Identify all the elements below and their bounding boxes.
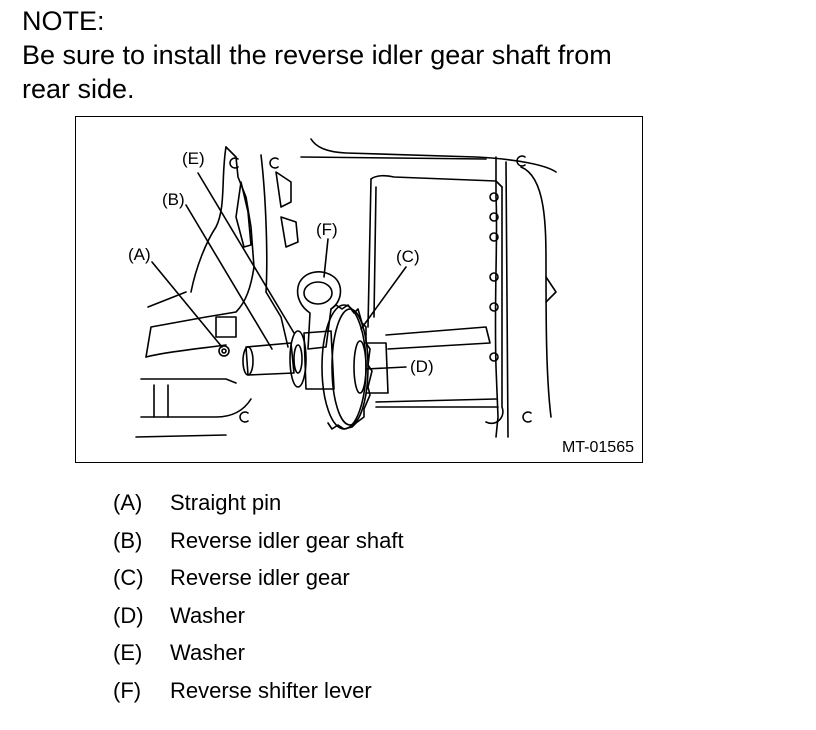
legend-text: Reverse shifter lever: [170, 677, 372, 703]
legend-key: (C): [113, 565, 144, 590]
figure-id: MT-01565: [561, 439, 634, 456]
callout-c: (C): [396, 247, 420, 266]
callout-a: (A): [128, 245, 151, 264]
legend-text: Washer: [170, 640, 245, 665]
transmission-illustration: [135, 138, 557, 438]
callout-e: (E): [182, 149, 205, 168]
note-line-1: Be sure to install the reverse idler gea…: [22, 40, 612, 70]
legend-text: Straight pin: [170, 490, 282, 515]
legend-key: (F): [113, 677, 142, 703]
legend-text: Reverse idler gear: [170, 565, 350, 590]
figure-frame: (E) (B) (A) (F) (C) (D) MT-01565: [75, 116, 643, 463]
note-line-2: rear side.: [22, 74, 135, 104]
legend-key: (B): [113, 527, 143, 553]
callout-f: (F): [316, 220, 338, 239]
note-heading: NOTE:: [22, 6, 105, 36]
legend-key: (A): [113, 490, 143, 515]
legend-key: (E): [113, 640, 143, 665]
callout-b: (B): [162, 190, 185, 209]
callout-d: (D): [410, 357, 434, 376]
legend-text: Washer: [170, 602, 245, 628]
legend-text: Reverse idler gear shaft: [170, 527, 404, 553]
legend-key: (D): [113, 602, 144, 628]
note-block: NOTE: Be sure to install the reverse idl…: [22, 4, 612, 106]
